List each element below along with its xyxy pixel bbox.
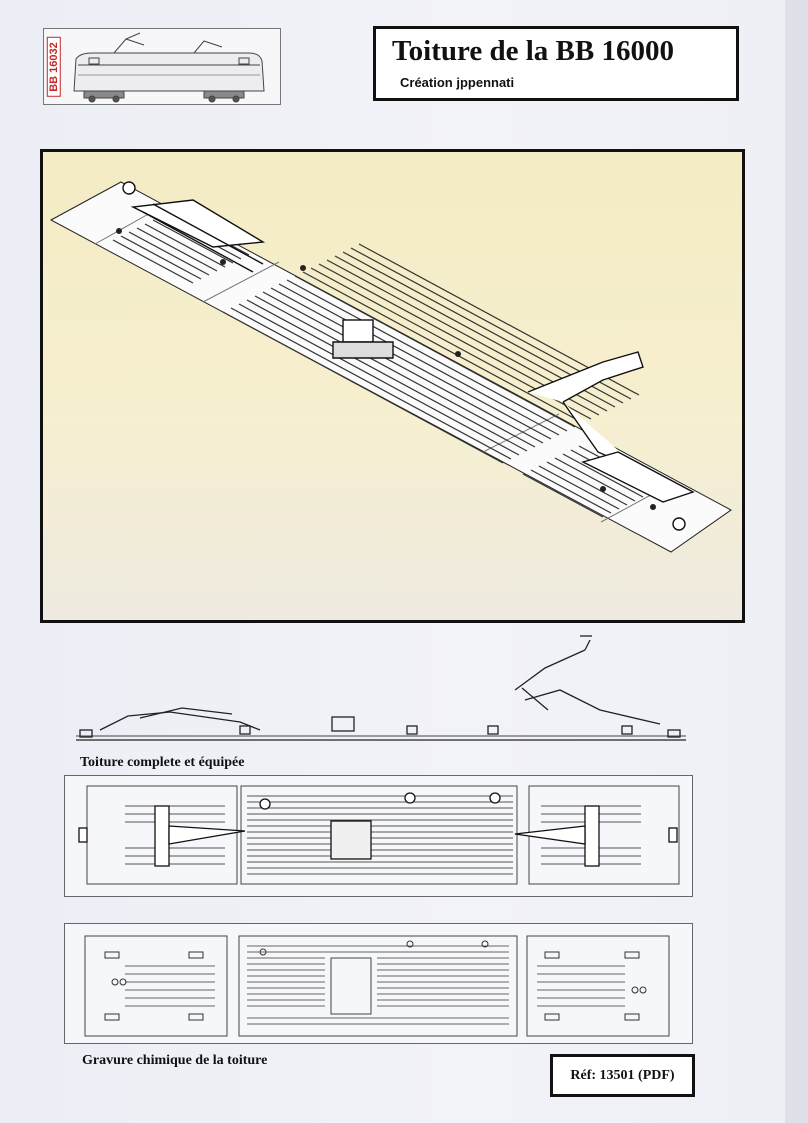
title-box: Toiture de la BB 16000 Création jppennat… [373,26,739,101]
side-view-caption: Toiture complete et équipée [80,755,245,770]
top-view-drawing [78,785,680,885]
etching-drawing [84,935,670,1037]
reference-number: Réf: 13501 (PDF) [570,1067,675,1083]
top-view-equipped [64,775,693,897]
reference-box: Réf: 13501 (PDF) [550,1054,695,1097]
isometric-roof-render [40,149,745,623]
etching-view [64,923,693,1044]
isometric-roof-drawing [49,181,732,553]
locomotive-icon [73,32,265,103]
etching-caption: Gravure chimique de la toiture [82,1053,268,1068]
locomotive-thumbnail: BB 16032 [43,28,281,105]
author-credit: Création jppennati [400,75,515,90]
page-edge [785,0,808,1123]
page-title: Toiture de la BB 16000 [392,35,674,67]
